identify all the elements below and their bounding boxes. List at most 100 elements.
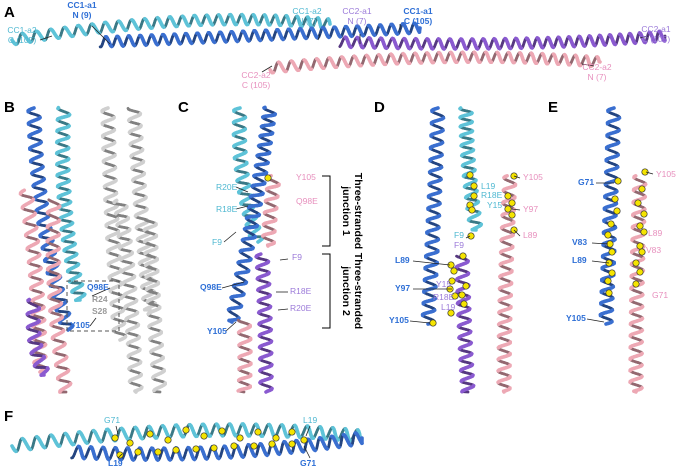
label-c-q98e-left: Q98E xyxy=(200,282,222,292)
residue-dot-d-cyan-1 xyxy=(470,182,478,190)
residue-dot-f-20 xyxy=(268,440,276,448)
label-c-r18e: R18E xyxy=(216,204,238,214)
panel-letter-c: C xyxy=(178,99,189,116)
residue-dot-d-blue-4 xyxy=(451,292,459,300)
residue-dot-e-blue-0 xyxy=(614,177,622,185)
label-d-f9-purple: F9 xyxy=(454,240,464,250)
label-d-l89-right: L89 xyxy=(523,230,537,240)
helix-c-pink-bottom xyxy=(236,318,253,394)
residue-dot-e-pink-10 xyxy=(632,280,640,288)
helix-b-purple xyxy=(25,297,50,377)
label-c-y105-right: Y105 xyxy=(296,172,316,182)
panel-letter-b: B xyxy=(4,99,15,116)
label-d-l19-bottom: L19 xyxy=(441,302,455,312)
helix-e-pink xyxy=(628,174,648,394)
label-f-g71-right: G71 xyxy=(300,458,316,468)
label-d-y97-right: Y97 xyxy=(523,204,538,214)
helix-c-purple xyxy=(254,252,274,394)
label-e-v83-right: V83 xyxy=(646,245,661,255)
residue-dot-e-pink-5 xyxy=(640,228,648,236)
residue-dot-e-pink-0 xyxy=(641,168,649,176)
label-f-l19-left: L19 xyxy=(108,458,123,468)
residue-dot-layer xyxy=(111,168,649,459)
residue-dot-d-purple-3 xyxy=(460,300,468,308)
residue-dot-f-14 xyxy=(154,448,162,456)
residue-dot-f-12 xyxy=(116,451,124,459)
zoom-box xyxy=(66,280,120,332)
helix-b-pink-left xyxy=(18,188,48,374)
residue-dot-d-blue-5 xyxy=(447,309,455,317)
residue-dot-f-13 xyxy=(134,448,142,456)
leader-d-y97-right xyxy=(511,208,521,211)
label-e-v83-left: V83 xyxy=(572,237,587,247)
leader-e-l89-left xyxy=(591,260,610,264)
residue-dot-e-blue-4 xyxy=(604,231,612,239)
residue-dot-d-cyan-5 xyxy=(467,232,475,240)
leader-d-l89 xyxy=(412,260,451,266)
leader-e-y105-left xyxy=(586,318,605,323)
residue-dot-f-9 xyxy=(272,434,280,442)
residue-dot-d-blue-1 xyxy=(450,267,458,275)
residue-dot-e-blue-10 xyxy=(605,289,613,297)
junction-2-label: Three-strandedjunction 2 xyxy=(340,253,364,329)
panel-d-labels: L19 R18E Y15 F9 F9 L89 Y97 Y105 Y15 R18E… xyxy=(389,172,543,325)
label-e-l89-left: L89 xyxy=(572,255,587,265)
leader-f-l19-left xyxy=(117,453,123,459)
panel-f-labels: G71 L19 L19 G71 xyxy=(104,415,317,468)
residue-dot-f-10 xyxy=(288,428,296,436)
panel-e-labels: G71 V83 L89 Y105 Y105 L89 V83 G71 xyxy=(566,169,676,323)
leader-a-cc2a2-c xyxy=(261,65,273,73)
residue-dot-d-pink-1 xyxy=(504,192,512,200)
leader-c-f9 xyxy=(223,231,237,243)
residue-dot-d-pink-4 xyxy=(508,211,516,219)
residue-dot-e-blue-2 xyxy=(613,207,621,215)
helix-b-cyan xyxy=(54,105,87,303)
residue-dot-f-5 xyxy=(200,432,208,440)
leader-e-y105-right xyxy=(645,171,654,175)
leader-d-y105 xyxy=(409,320,431,324)
residue-dot-e-pink-8 xyxy=(632,259,640,267)
label-d-y105-right: Y105 xyxy=(523,172,543,182)
residue-dot-d-cyan-2 xyxy=(470,192,478,200)
leader-c-f9-right xyxy=(279,258,289,261)
helix-f-blue xyxy=(70,431,364,462)
label-b-s28: S28 xyxy=(92,306,107,316)
residue-dot-f-17 xyxy=(210,444,218,452)
helix-b-grey3 xyxy=(112,198,144,394)
helix-a-cc1a2 xyxy=(10,12,332,47)
panel-c-labels: R20E R18E F9 Q98E Y105 Y105 Q98E F9 R18E… xyxy=(200,172,364,336)
label-c-q98e-right: Q98E xyxy=(296,196,318,206)
residue-dot-d-blue-2 xyxy=(448,277,456,285)
label-c-f9-right: F9 xyxy=(292,252,302,262)
residue-dot-f-15 xyxy=(172,446,180,454)
residue-dot-f-11 xyxy=(300,436,308,444)
residue-dot-d-purple-0 xyxy=(459,252,467,260)
junction-1-label: Three-strandedjunction 1 xyxy=(340,173,364,249)
helix-a-cc1a1 xyxy=(98,21,422,49)
helix-c-pink-top xyxy=(260,173,281,248)
residue-dot-d-purple-1 xyxy=(462,282,470,290)
panel-letter-d: D xyxy=(374,99,385,116)
residue-dot-e-blue-9 xyxy=(604,277,612,285)
residue-dot-f-0 xyxy=(111,434,119,442)
residue-dot-d-cyan-0 xyxy=(466,171,474,179)
label-e-y105-right: Y105 xyxy=(656,169,676,179)
label-f-l19-right: L19 xyxy=(303,415,317,425)
leader-f-l19-right xyxy=(305,425,311,437)
label-c-y105-left: Y105 xyxy=(207,326,227,336)
helix-d-cyan xyxy=(458,106,484,232)
leader-c-q98e-left xyxy=(221,281,245,289)
annotation-layer xyxy=(39,24,654,459)
label-d-y105-left: Y105 xyxy=(389,315,409,325)
label-e-g71-left: G71 xyxy=(578,177,594,187)
panel-letter-f: F xyxy=(4,408,13,425)
label-b-q98e: Q98E xyxy=(87,282,109,292)
